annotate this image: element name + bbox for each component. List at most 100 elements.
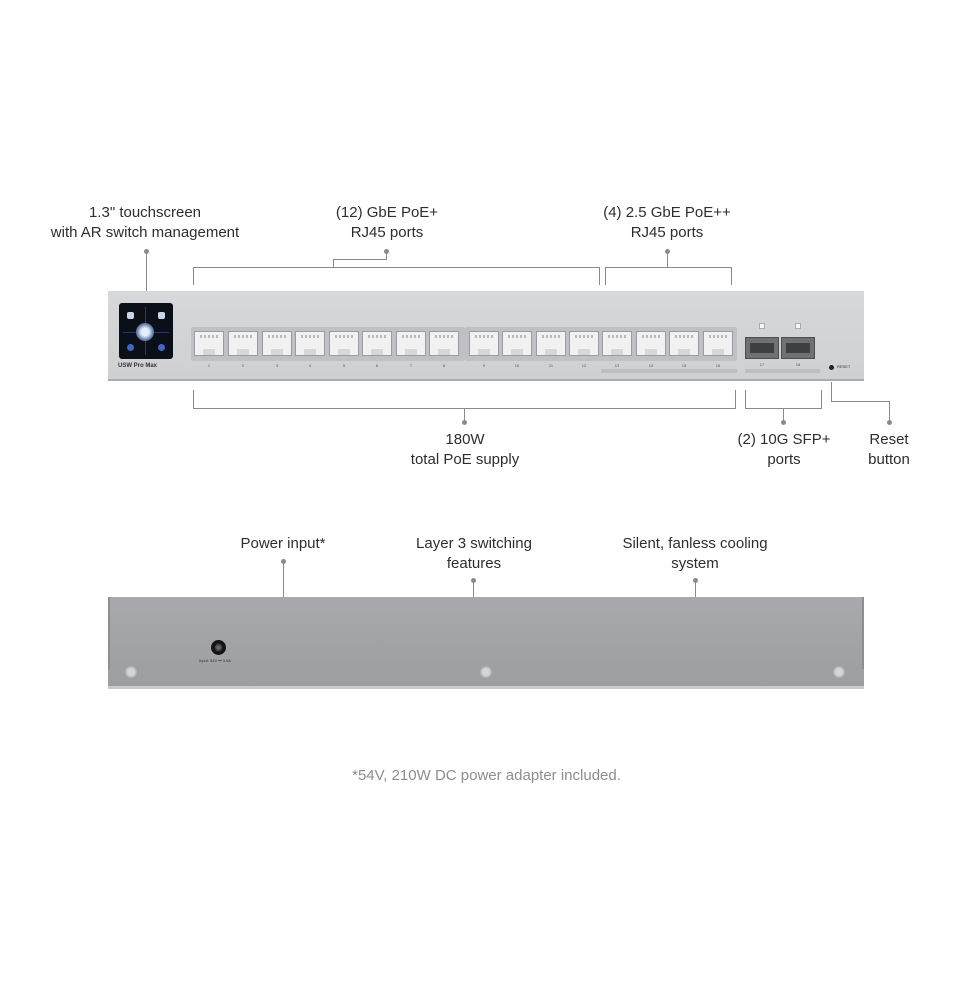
reset-label: RESET bbox=[837, 364, 851, 369]
rj45-port-4[interactable] bbox=[295, 331, 325, 356]
rear-edge-left bbox=[108, 597, 110, 669]
callout-cooling: Silent, fanless cooling system bbox=[605, 534, 785, 574]
callout-cooling-line1: Silent, fanless cooling bbox=[622, 535, 768, 552]
callout-25gbe-ports: (4) 2.5 GbE PoE++ RJ45 ports bbox=[587, 203, 747, 243]
bracket-sfp-left bbox=[745, 390, 746, 408]
callout-25gbe-ports-line1: (4) 2.5 GbE PoE++ bbox=[603, 204, 731, 221]
leader-line-touchscreen bbox=[146, 251, 147, 291]
callout-layer3: Layer 3 switching features bbox=[394, 534, 554, 574]
rj45-port-9[interactable] bbox=[469, 331, 499, 356]
dc-power-jack[interactable] bbox=[211, 640, 226, 655]
bracket-sfp-right bbox=[821, 390, 822, 408]
sfp-label-18: 18 bbox=[795, 362, 801, 367]
callout-touchscreen-line2: with AR switch management bbox=[50, 224, 240, 241]
callout-layer3-line2: features bbox=[446, 555, 502, 572]
leader-poe-v bbox=[464, 408, 465, 422]
callout-power-input: Power input* bbox=[213, 534, 353, 554]
port-label-6: 6 bbox=[375, 363, 379, 368]
light-icon bbox=[158, 344, 165, 351]
home-icon bbox=[127, 312, 134, 319]
leader-dot-poe bbox=[462, 420, 467, 425]
sfp-led-17 bbox=[759, 323, 765, 329]
port-label-11: 11 bbox=[548, 363, 554, 368]
rj45-port-3[interactable] bbox=[262, 331, 292, 356]
bracket-gbe-left bbox=[193, 267, 194, 285]
rj45-port-10[interactable] bbox=[502, 331, 532, 356]
leader-gbe-h1 bbox=[333, 259, 387, 260]
sfp-port-17[interactable] bbox=[745, 337, 779, 359]
callout-cooling-line2: system bbox=[671, 555, 719, 572]
screw-icon bbox=[479, 665, 493, 679]
port-label-13: 13 bbox=[614, 363, 620, 368]
callout-gbe-ports-line2: RJ45 ports bbox=[350, 224, 424, 241]
rj45-port-8[interactable] bbox=[429, 331, 459, 356]
footnote: *54V, 210W DC power adapter included. bbox=[352, 767, 621, 784]
port-label-14: 14 bbox=[648, 363, 654, 368]
port-label-2: 2 bbox=[241, 363, 245, 368]
leader-gbe-v1 bbox=[386, 251, 387, 259]
callout-poe-supply-line1: 180W bbox=[445, 431, 485, 448]
reset-button[interactable] bbox=[829, 365, 834, 370]
rj45-port-15[interactable] bbox=[669, 331, 699, 356]
touchscreen[interactable] bbox=[119, 303, 173, 359]
bracket-25gbe-right bbox=[731, 267, 732, 285]
port-speed-bar-25gbe bbox=[601, 369, 737, 373]
model-label: USW Pro Max bbox=[118, 363, 158, 369]
callout-25gbe-ports-line2: RJ45 ports bbox=[630, 224, 704, 241]
leader-layer3-v bbox=[473, 580, 474, 597]
leader-cooling-v bbox=[695, 580, 696, 597]
info-icon bbox=[127, 344, 134, 351]
switch-rear-panel: Input: 54V ⎓ 3.9A bbox=[108, 597, 864, 689]
callout-sfp-ports: (2) 10G SFP+ ports bbox=[724, 430, 844, 470]
callout-touchscreen: 1.3" touchscreen with AR switch manageme… bbox=[45, 203, 245, 243]
leader-gbe-v2 bbox=[333, 259, 334, 267]
leader-dot-reset bbox=[887, 420, 892, 425]
callout-power-input-line1: Power input* bbox=[240, 535, 326, 552]
callout-poe-supply-line2: total PoE supply bbox=[410, 451, 520, 468]
port-speed-bar-sfp bbox=[745, 369, 820, 373]
callout-reset-line1: Reset bbox=[869, 431, 909, 448]
bracket-25gbe-h bbox=[605, 267, 732, 268]
power-input-rating: Input: 54V ⎓ 3.9A bbox=[199, 658, 231, 663]
sfp-led-18 bbox=[795, 323, 801, 329]
rj45-port-14[interactable] bbox=[636, 331, 666, 356]
callout-sfp-ports-line1: (2) 10G SFP+ bbox=[737, 431, 831, 448]
callout-reset: Reset button bbox=[849, 430, 929, 470]
port-label-15: 15 bbox=[681, 363, 687, 368]
port-label-8: 8 bbox=[442, 363, 446, 368]
leader-sfp-v bbox=[783, 408, 784, 422]
leader-reset-h bbox=[831, 401, 890, 402]
rear-edge-right bbox=[862, 597, 864, 669]
rj45-port-2[interactable] bbox=[228, 331, 258, 356]
leader-power-v bbox=[283, 561, 284, 597]
callout-reset-line2: button bbox=[868, 451, 910, 468]
sfp-port-18[interactable] bbox=[781, 337, 815, 359]
callout-sfp-ports-line2: ports bbox=[767, 451, 801, 468]
rj45-port-12[interactable] bbox=[569, 331, 599, 356]
leader-25gbe-v bbox=[667, 251, 668, 267]
leader-reset-v1 bbox=[831, 382, 832, 402]
callout-gbe-ports-line1: (12) GbE PoE+ bbox=[335, 204, 439, 221]
rj45-port-5[interactable] bbox=[329, 331, 359, 356]
bracket-poe-left bbox=[193, 390, 194, 408]
rj45-port-11[interactable] bbox=[536, 331, 566, 356]
callout-poe-supply: 180W total PoE supply bbox=[385, 430, 545, 470]
port-label-1: 1 bbox=[207, 363, 211, 368]
leader-dot-sfp bbox=[781, 420, 786, 425]
rj45-port-7[interactable] bbox=[396, 331, 426, 356]
rj45-port-1[interactable] bbox=[194, 331, 224, 356]
bracket-gbe-right bbox=[599, 267, 600, 285]
screw-icon bbox=[832, 665, 846, 679]
rj45-port-13[interactable] bbox=[602, 331, 632, 356]
sfp-label-17: 17 bbox=[759, 362, 765, 367]
callout-layer3-line1: Layer 3 switching bbox=[416, 535, 532, 552]
rj45-port-16[interactable] bbox=[703, 331, 733, 356]
port-label-3: 3 bbox=[275, 363, 279, 368]
port-label-5: 5 bbox=[342, 363, 346, 368]
bracket-gbe-h bbox=[193, 267, 599, 268]
stats-icon bbox=[158, 312, 165, 319]
port-label-12: 12 bbox=[581, 363, 587, 368]
bracket-25gbe-left bbox=[605, 267, 606, 285]
callout-touchscreen-line1: 1.3" touchscreen bbox=[88, 204, 202, 221]
rj45-port-6[interactable] bbox=[362, 331, 392, 356]
